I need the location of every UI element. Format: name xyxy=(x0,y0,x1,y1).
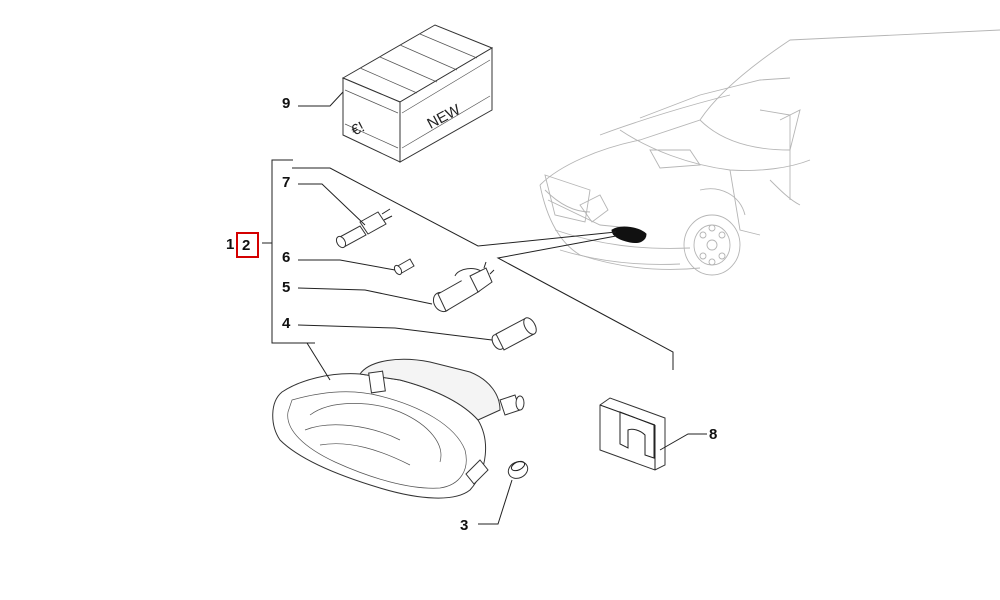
car-headlamp-highlight xyxy=(611,226,647,243)
assembly-bracket xyxy=(262,159,315,344)
callout-4: 4 xyxy=(282,315,291,332)
headlamp-assembly xyxy=(272,358,525,499)
part-6-small-bulb xyxy=(393,258,415,276)
callout-6: 6 xyxy=(282,249,290,266)
callout-2-highlight-box xyxy=(236,232,259,258)
callout-3: 3 xyxy=(460,517,468,534)
part-5-h7-bulb xyxy=(432,261,495,313)
callout-labels: 9 7 6 5 4 1 2 8 3 xyxy=(226,95,717,534)
callout-2: 2 xyxy=(242,237,250,254)
callout-7: 7 xyxy=(282,174,290,191)
callout-5: 5 xyxy=(282,279,290,296)
part-8-clip xyxy=(599,397,666,471)
part-7-bulb xyxy=(335,208,393,249)
car-leader-lines xyxy=(292,167,674,370)
part-9-box: €! NEW xyxy=(341,24,494,163)
car-illustration xyxy=(539,29,1000,276)
callout-1: 1 xyxy=(226,236,234,253)
part-4-bulb xyxy=(491,317,537,351)
callout-9: 9 xyxy=(282,95,290,112)
part-3-cap xyxy=(507,460,529,479)
callout-8: 8 xyxy=(709,426,717,443)
